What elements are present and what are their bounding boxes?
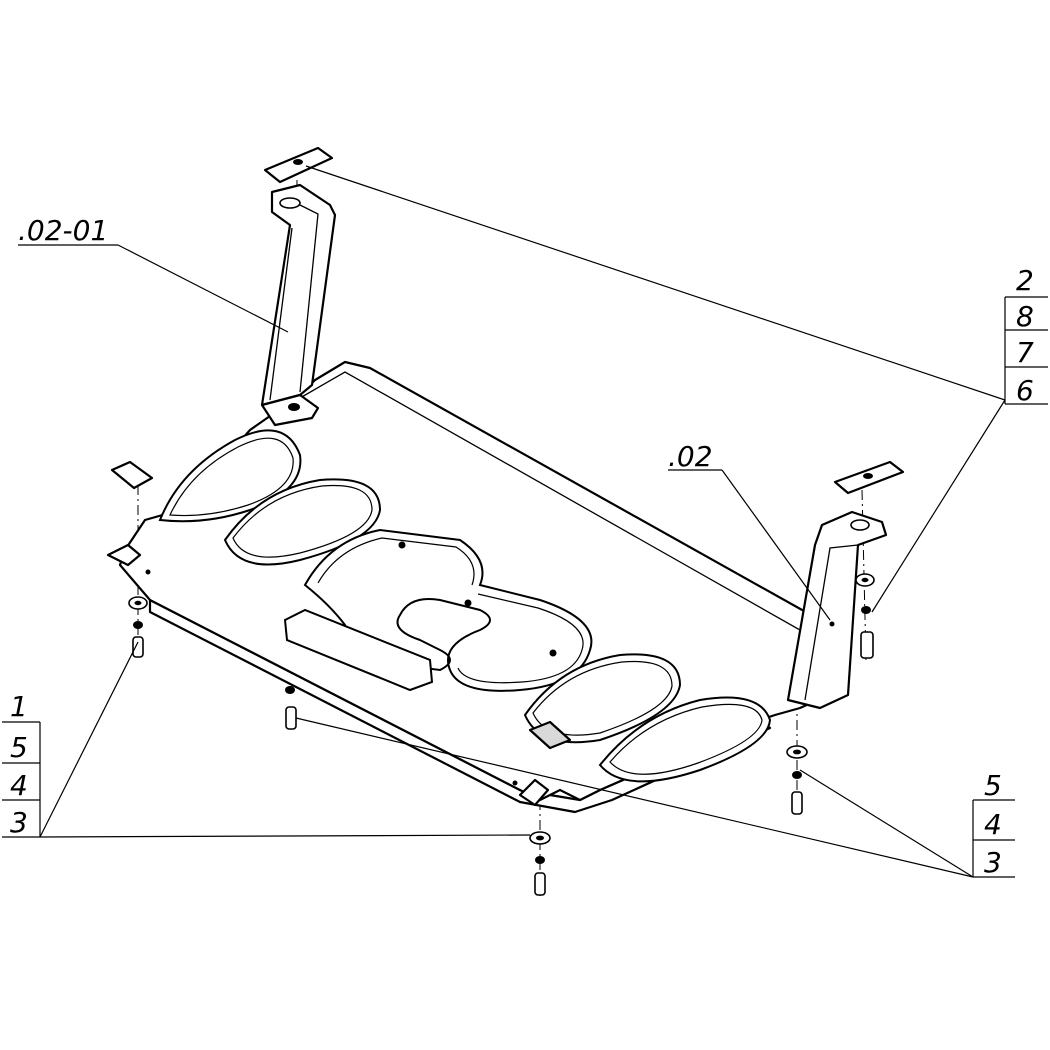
nut-plates [110,146,905,495]
bracket-right [786,510,888,710]
callout-right-1: 2 [1016,264,1034,297]
callout-left-1: 1 [10,690,28,723]
bracket-left [260,183,337,427]
callout-right-4: 6 [1016,374,1034,407]
callout-bracket-left: .02-01 [18,214,108,247]
fasteners [128,573,875,896]
callout-left-4: 3 [10,806,28,839]
skid-plate [106,360,847,814]
callout-bracket-right: .02 [668,440,713,473]
callout-bottom-right-1: 5 [984,769,1002,802]
callout-right-2: 8 [1016,300,1034,333]
callout-left-2: 5 [10,731,28,764]
callout-bottom-right-2: 4 [984,808,1002,841]
callout-bottom-right-3: 3 [984,846,1002,879]
leader-lines [18,165,1006,878]
callout-left-3: 4 [10,769,28,802]
right-stack-frame [1004,296,1048,405]
bottom-right-stack-frame [972,799,1015,878]
left-stack-frame [2,721,41,838]
callout-right-3: 7 [1016,336,1034,369]
